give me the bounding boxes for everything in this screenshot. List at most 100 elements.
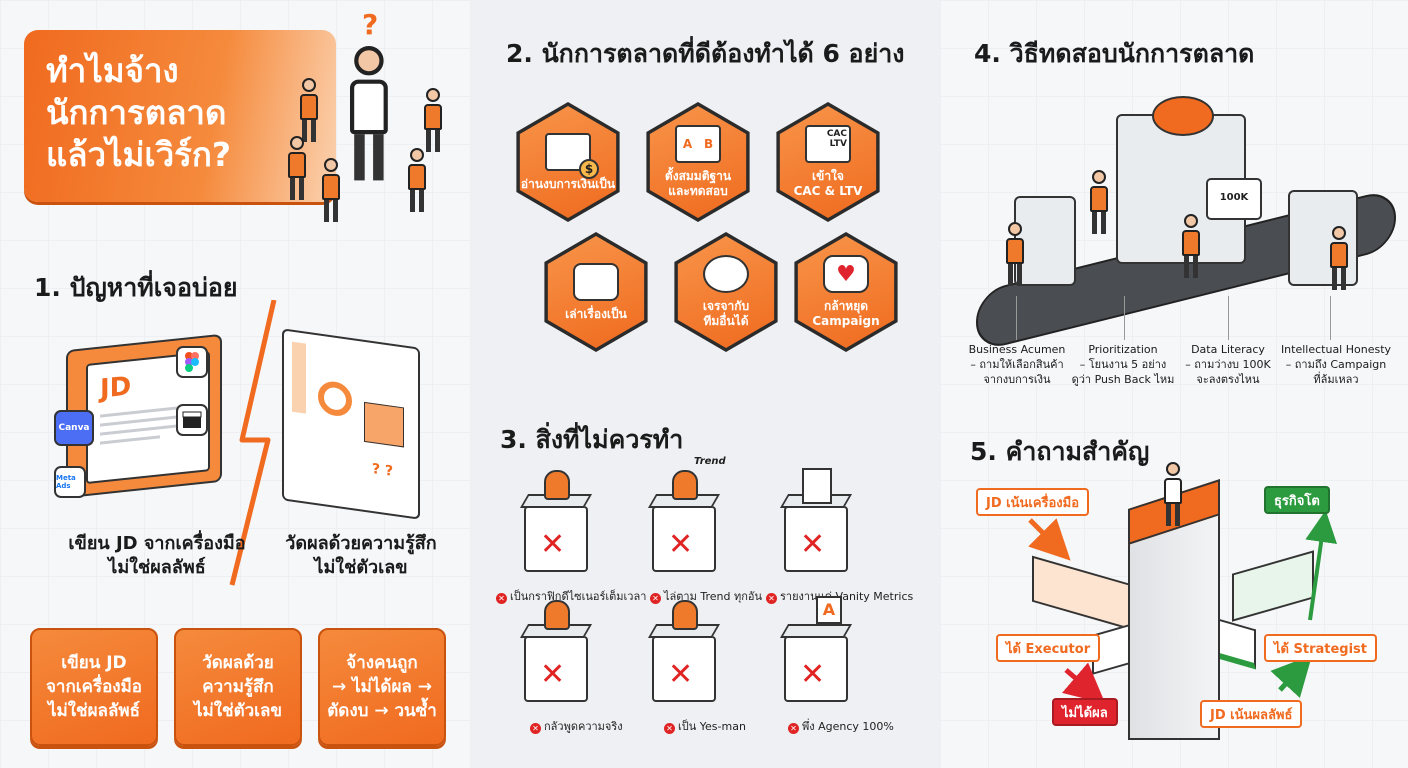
dont-label-text: ไล่ตาม Trend ทุกอัน [664,590,762,603]
section-heading-tests: 4. วิธีทดสอบนักการตลาด [974,39,1255,68]
panel-skills: 2. นักการตลาดที่ดีต้องทำได้ 6 อย่าง $ อ่… [470,0,940,768]
team-meeting-icon [703,255,749,293]
test-desc: – โยนงาน 5 อย่าง [1079,358,1167,371]
section-heading-key-question: 5. คำถามสำคัญ [970,437,1150,466]
agency-letter-icon: A [816,596,842,624]
cac-bubble: CAC [826,129,847,139]
clapperboard-icon [176,404,208,436]
dont-label: ✕ไล่ตาม Trend ทุกอัน [650,587,762,605]
person-figure [408,148,426,212]
error-dot-icon: ✕ [766,593,777,604]
dont-label: ✕เป็น Yes-man [664,717,746,735]
box-line: จากเครื่องมือ [45,677,143,697]
skill-label-line: CAC & LTV [793,184,863,198]
dont-label-text: พึ่ง Agency 100% [802,720,894,733]
box-line: ไม่ใช่ผลลัพธ์ [48,701,140,721]
dont-box-vanity: ✕ [779,468,853,572]
jd-label: JD [100,371,132,405]
section-heading-skills: 2. นักการตลาดที่ดีต้องทำได้ 6 อย่าง [506,39,905,68]
test-data-literacy: Data Literacy – ถามว่างบ 100K จะลงตรงไหน [1176,342,1280,387]
caption-line: วัดผลด้วยความรู้สึก [285,533,437,554]
section-heading-problems: 1. ปัญหาที่เจอบ่อย [34,273,238,302]
dont-label-text: กลัวพูดความจริง [544,720,623,733]
test-name: Business Acumen [968,343,1066,356]
skill-hex-financials: $ อ่านงบการเงินเป็น [516,102,620,222]
skill-label: อ่านงบการเงินเป็น [521,177,615,192]
leader-line [1124,296,1125,340]
screen-100k: 100K [1206,178,1262,220]
test-name: Prioritization [1088,343,1158,356]
stop-heart-icon: ♥ [823,255,869,293]
dont-label-text: เป็น Yes-man [678,720,746,733]
test-business-acumen: Business Acumen – ถามให้เลือกสินค้า จากง… [960,342,1074,387]
skill-label-line: และทดสอบ [668,184,728,198]
skill-label-line: กล้าหยุด [823,299,869,313]
title-line: แล้วไม่เวิร์ก? [46,135,232,174]
error-dot-icon: ✕ [530,723,541,734]
box-line: วัดผลด้วย [202,653,274,673]
error-dot-icon: ✕ [664,723,675,734]
manager-figure [350,46,388,181]
skill-hex-negotiation: เจรจากับทีมอื่นได้ [674,232,778,352]
flow-arrows-icon [1028,510,1338,704]
problem-box: วัดผลด้วยความรู้สึกไม่ใช่ตัวเลข [174,628,302,746]
person-figure [1182,214,1200,278]
test-desc: ที่ล้มเหลว [1313,373,1359,386]
figma-icon [176,346,208,378]
box-line: เขียน JD [61,653,127,673]
skill-label: ตั้งสมมติฐานและทดสอบ [665,169,731,199]
dont-box-yes-man: ✕ [647,600,721,702]
person-figure [322,158,340,222]
title-banner: ทำไมจ้าง นักการตลาด แล้วไม่เวิร์ก? [24,30,336,202]
person-figure [424,88,442,152]
trend-word: Trend [694,456,726,467]
skill-label: เจรจากับทีมอื่นได้ [703,299,749,329]
dont-box-afraid-truth: ✕ [519,600,593,702]
person-figure [1006,222,1024,286]
box-line: → ไม่ได้ผล → [331,677,433,697]
test-name: Intellectual Honesty [1280,343,1392,356]
box-line: ความรู้สึก [202,677,274,697]
error-dot-icon: ✕ [496,593,507,604]
dont-label: ✕พึ่ง Agency 100% [788,717,894,735]
box-line: จ้างคนถูก [346,653,418,673]
skill-label: เล่าเรื่องเป็น [565,307,627,322]
dont-label-text: รายงานแค่ Vanity Metrics [780,590,914,603]
panel-problems: ทำไมจ้าง นักการตลาด แล้วไม่เวิร์ก? ? 1. … [0,0,470,768]
tower-top-cap [1152,96,1214,136]
skill-hex-storytelling: เล่าเรื่องเป็น [544,232,648,352]
skill-label-line: ตั้งสมมติฐาน [664,169,732,183]
problem-box: จ้างคนถูก→ ไม่ได้ผล →ตัดงบ → วนซ้ำ [318,628,446,746]
test-gate [1288,190,1358,286]
person-figure [544,600,570,630]
dont-box-agency: A ✕ [779,596,853,702]
cross-icon: ✕ [540,527,566,562]
person-figure [672,470,698,500]
lightning-divider-icon [229,300,277,586]
skill-label-line: เจรจากับ [702,299,750,313]
error-dot-icon: ✕ [788,723,799,734]
cross-icon: ✕ [800,527,826,562]
caption-feeling-metrics: วัดผลด้วยความรู้สึก ไม่ใช่ตัวเลข [262,532,460,580]
tag-no-result: ไม่ได้ผล [1052,698,1118,726]
financial-report-icon: $ [545,132,599,179]
test-name: Data Literacy [1191,343,1265,356]
test-desc: ดูว่า Push Back ไหม [1071,373,1175,386]
dont-label-text: เป็นกราฟิกดีไซเนอร์เต็มเวลา [510,590,647,603]
leader-line [1016,296,1017,340]
ab-letter-a: A [682,137,693,151]
person-figure [300,78,318,142]
error-dot-icon: ✕ [650,593,661,604]
cross-icon: ✕ [800,657,826,692]
skill-label-line: Campaign [812,314,880,328]
person-figure [288,136,306,200]
test-desc: – ถามว่างบ 100K [1185,358,1271,371]
cross-icon: ✕ [668,527,694,562]
title-line: ทำไมจ้าง [46,51,179,90]
dont-box-trend: Trend ✕ [647,456,726,572]
section-heading-donts: 3. สิ่งที่ไม่ควรทำ [500,425,684,454]
